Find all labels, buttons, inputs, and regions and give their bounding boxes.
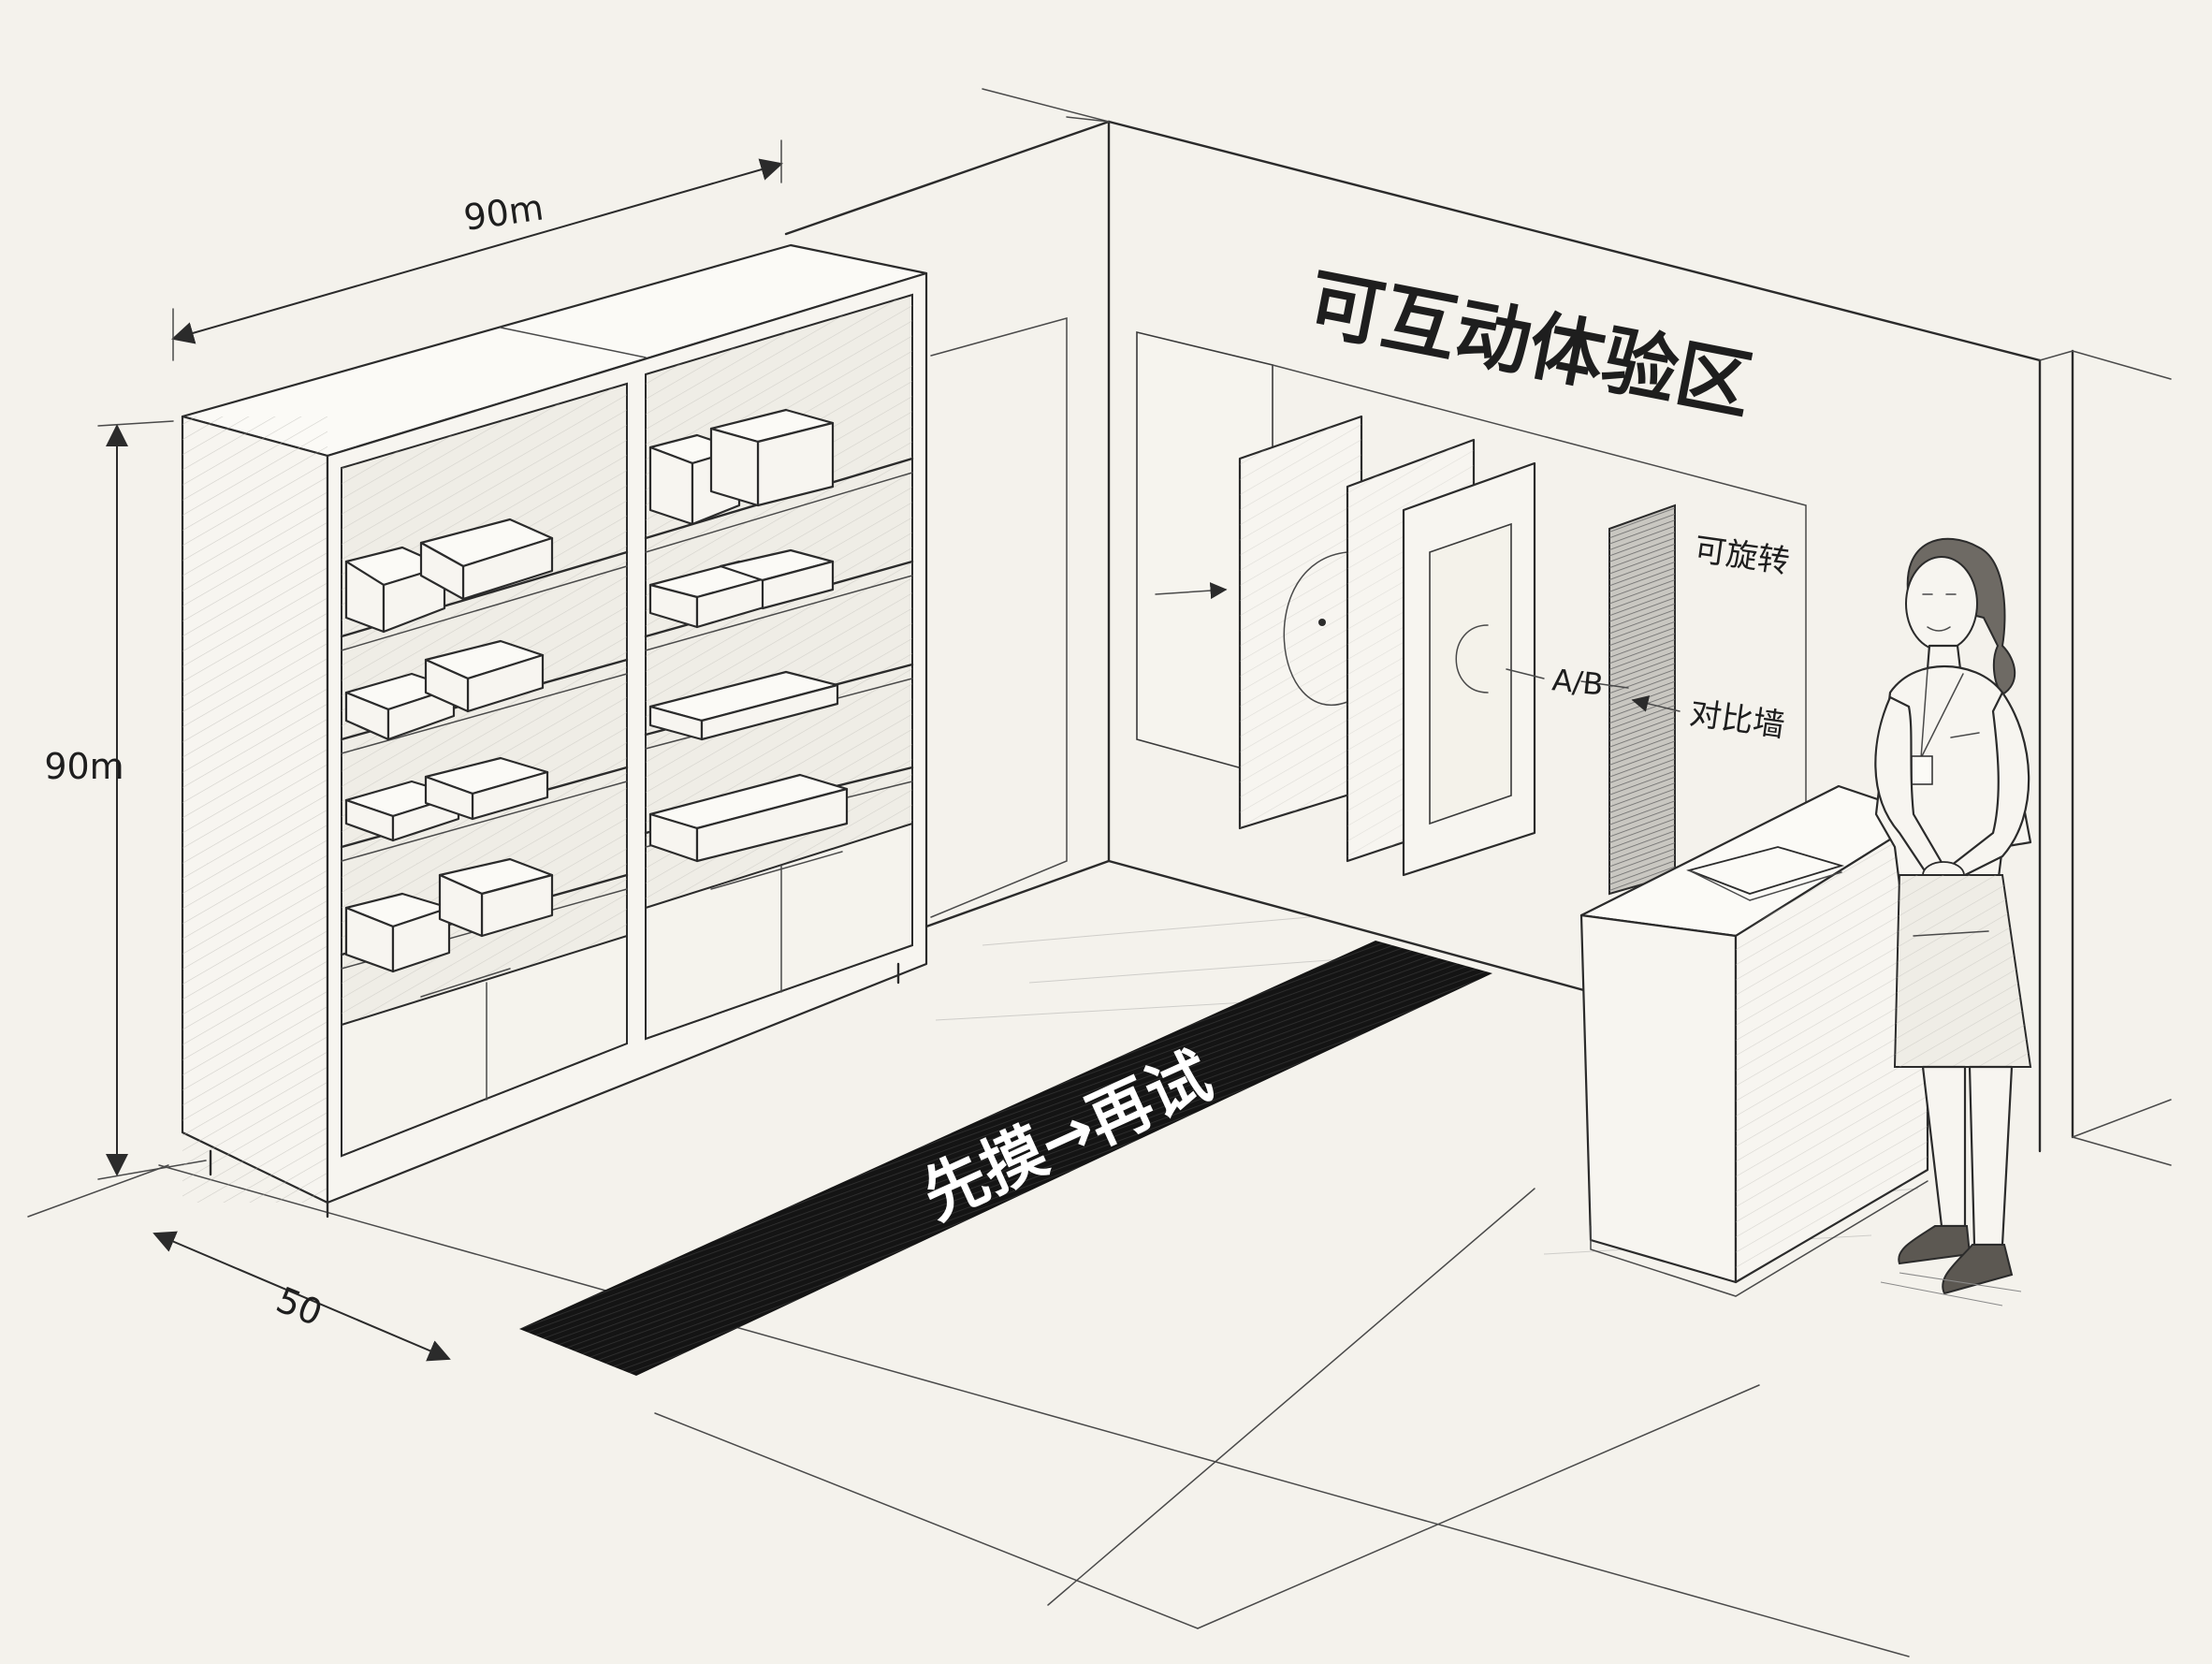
comparison-wall-label: 对比墙	[1687, 694, 1787, 745]
ab-label: A/B	[1550, 662, 1605, 703]
top-width-label: 90m	[461, 186, 546, 238]
shelving-unit	[181, 243, 928, 1219]
staff-figure	[1874, 537, 2032, 1306]
rotatable-label: 可旋转	[1692, 531, 1792, 581]
service-counter	[1579, 784, 1929, 1297]
left-height-dimension: 90m	[44, 420, 207, 1180]
left-height-label: 90m	[44, 746, 124, 787]
top-width-dimension: 90m	[171, 139, 783, 361]
zone-title: 可互动体验区	[1302, 259, 1759, 431]
display-panels	[1136, 330, 1807, 896]
shelf-boxes	[344, 408, 849, 973]
